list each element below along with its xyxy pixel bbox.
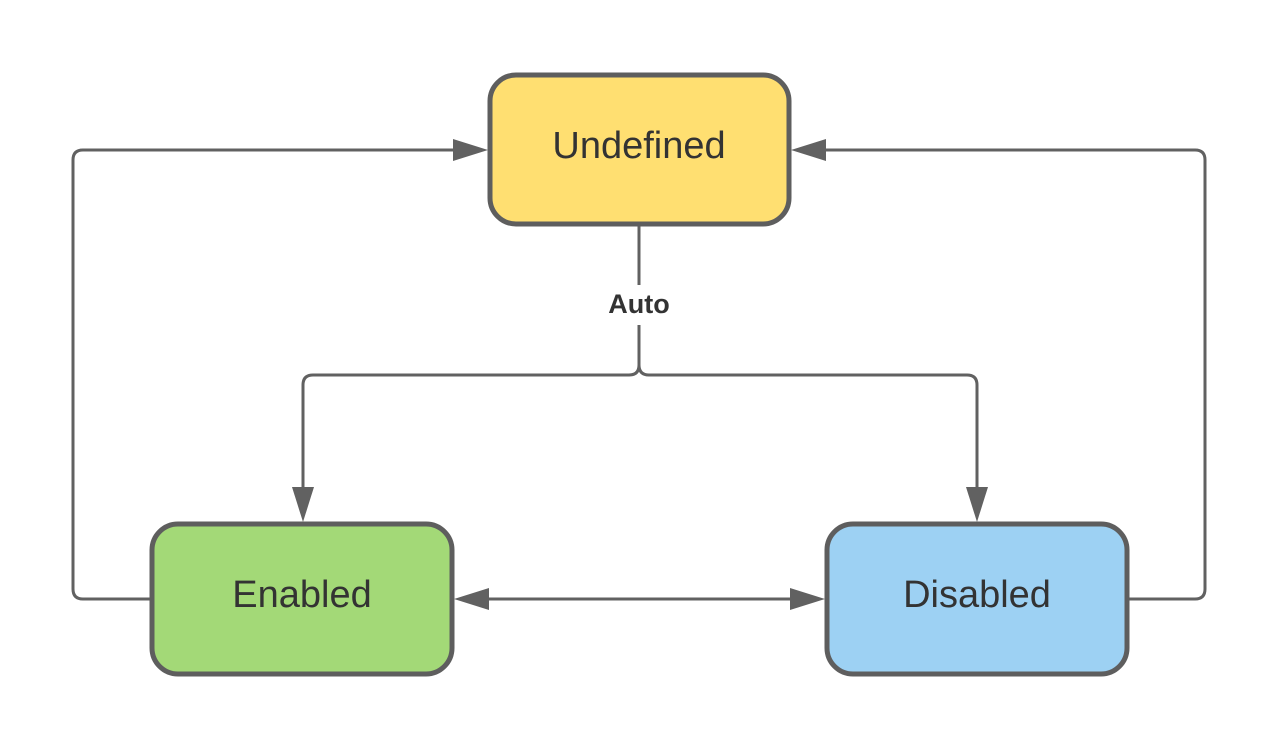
arrowhead-disabled-top — [966, 487, 988, 522]
arrowhead-enabled-right — [454, 588, 489, 610]
arrowhead-undefined-left — [453, 139, 488, 161]
arrowhead-undefined-right — [791, 139, 826, 161]
node-enabled[interactable]: Enabled — [149, 521, 455, 677]
edge-disabled-to-undefined — [825, 148, 1207, 601]
edge-undefined-auto-right — [637, 364, 979, 490]
arrowhead-disabled-left — [790, 588, 825, 610]
node-undefined[interactable]: Undefined — [487, 72, 792, 227]
edge-label-auto: Auto — [608, 289, 669, 319]
edge-enabled-to-undefined — [71, 148, 455, 601]
node-disabled[interactable]: Disabled — [824, 521, 1130, 677]
node-enabled-label: Enabled — [232, 574, 371, 616]
node-undefined-label: Undefined — [552, 125, 725, 167]
node-disabled-label: Disabled — [903, 574, 1051, 616]
edge-undefined-auto-stem-bottom — [301, 325, 641, 490]
arrowhead-enabled-top — [292, 487, 314, 522]
